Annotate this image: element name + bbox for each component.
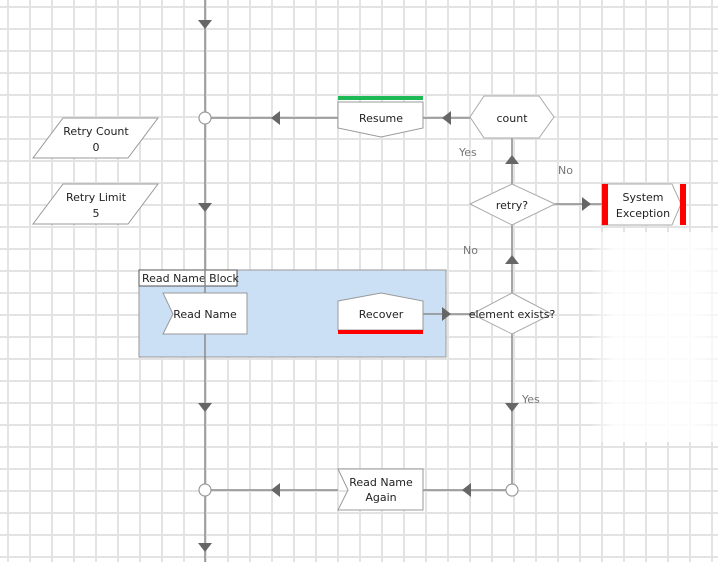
link-label-retry-no: No	[558, 164, 573, 177]
arrow-right-icon	[442, 307, 451, 321]
data-item-retry-limit[interactable]: Retry Limit 5	[32, 183, 159, 225]
arrow-left-icon	[271, 111, 280, 125]
svg-text:count: count	[496, 112, 528, 125]
data-item-retry-count[interactable]: Retry Count 0	[32, 117, 159, 159]
anchor-bottom-left[interactable]	[198, 483, 212, 497]
svg-text:Retry Limit: Retry Limit	[66, 191, 127, 204]
arrow-left-icon	[442, 111, 451, 125]
flow-arrows	[198, 20, 591, 552]
svg-text:retry?: retry?	[496, 199, 528, 212]
stage-read-name[interactable]: Read Name	[162, 292, 248, 335]
svg-text:Read Name: Read Name	[173, 308, 237, 321]
block-title: Read Name Block	[142, 272, 239, 285]
svg-text:5: 5	[93, 207, 100, 220]
arrow-down-icon	[198, 543, 212, 552]
svg-text:Read Name: Read Name	[349, 476, 413, 489]
link-label-exists-no: No	[463, 244, 478, 257]
svg-text:Retry Count: Retry Count	[63, 125, 129, 138]
arrow-down-icon	[198, 20, 212, 29]
svg-text:Again: Again	[365, 491, 396, 504]
arrow-down-icon	[505, 403, 519, 412]
arrow-up-icon	[505, 255, 519, 264]
arrow-left-icon	[462, 483, 471, 497]
arrow-down-icon	[198, 403, 212, 412]
stage-recover[interactable]: Recover	[337, 292, 424, 334]
svg-text:System: System	[622, 191, 663, 204]
decision-retry[interactable]: retry?	[468, 183, 557, 226]
svg-text:Resume: Resume	[359, 112, 403, 125]
stage-read-name-again[interactable]: Read Name Again	[337, 468, 424, 511]
svg-text:0: 0	[93, 141, 100, 154]
decision-element-exists[interactable]: element exists?	[469, 292, 556, 335]
svg-text:element exists?: element exists?	[469, 308, 556, 321]
anchor-top[interactable]	[198, 111, 212, 125]
anchor-bottom-right[interactable]	[505, 483, 519, 497]
stage-resume[interactable]: Resume	[337, 96, 424, 138]
arrow-right-icon	[582, 197, 591, 211]
stage-count[interactable]: count	[469, 95, 555, 139]
arrow-up-icon	[505, 155, 519, 164]
arrow-left-icon	[271, 483, 280, 497]
svg-text:Exception: Exception	[616, 207, 670, 220]
stage-system-exception[interactable]: System Exception	[601, 183, 686, 226]
svg-text:Recover: Recover	[359, 308, 404, 321]
link-label-exists-yes: Yes	[521, 393, 540, 406]
render-artifact	[588, 232, 718, 442]
arrow-down-icon	[198, 203, 212, 212]
link-label-retry-yes: Yes	[458, 146, 477, 159]
